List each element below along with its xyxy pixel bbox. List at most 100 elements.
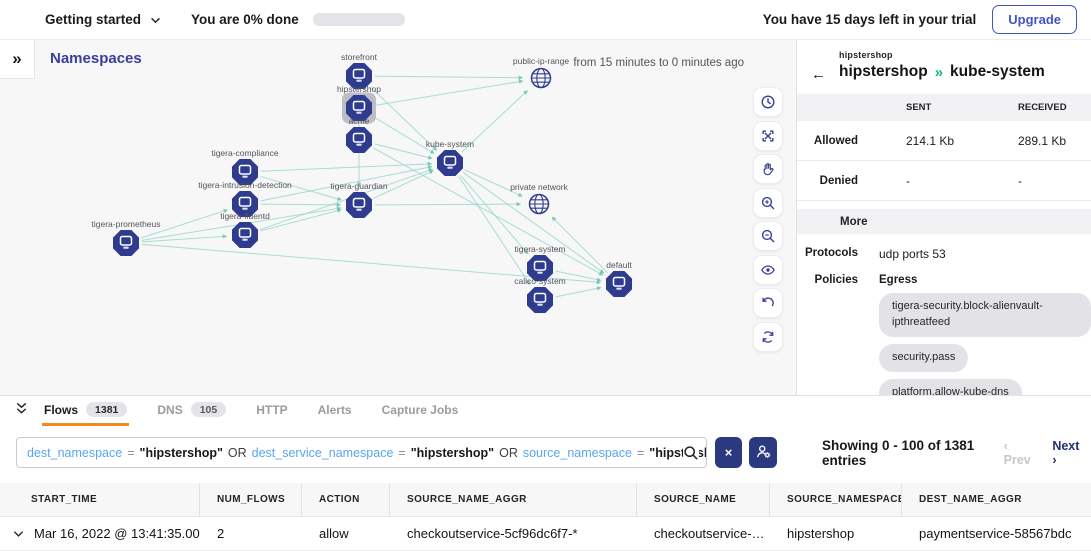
query-token-value: "hipstershop"	[139, 445, 223, 460]
next-page-button[interactable]: Next ›	[1052, 438, 1080, 467]
egress-label: Egress	[879, 274, 918, 286]
graph-node-hipstershop[interactable]: hipstershop	[337, 84, 381, 124]
double-chevron-right-icon: »	[12, 49, 22, 68]
graph-node-acme[interactable]: acme	[346, 116, 372, 153]
graph-edge	[464, 169, 523, 197]
clear-query-button[interactable]: ×	[715, 437, 742, 468]
sidebar-expand-button[interactable]: »	[0, 40, 35, 79]
graph-node-tigera-compliance[interactable]: tigera-compliance	[211, 148, 279, 185]
tab-capture-jobs[interactable]: Capture Jobs	[381, 402, 459, 417]
graph-node-tigera-system[interactable]: tigera-system	[514, 244, 566, 281]
graph-node-kube-system[interactable]: kube-system	[426, 139, 474, 176]
tab-count-badge: 105	[190, 402, 227, 417]
search-icon[interactable]	[683, 444, 699, 461]
cell-num_flows: 2	[217, 526, 225, 541]
column-header-num_flows[interactable]: NUM_FLOWS	[200, 483, 302, 516]
trial-countdown-text: You have 15 days left in your trial	[762, 12, 977, 27]
upgrade-button[interactable]: Upgrade	[992, 5, 1077, 34]
sent-column-header: SENT	[906, 102, 932, 113]
user-settings-button[interactable]	[749, 437, 777, 468]
time-range-label: from 15 minutes to 0 minutes ago	[573, 57, 744, 69]
details-eyebrow: hipstershop	[839, 50, 893, 60]
row-expand-chevron-icon[interactable]	[13, 526, 24, 541]
graph-edge	[260, 208, 342, 232]
graph-edge	[370, 86, 438, 151]
cell-source_name_aggr: checkoutservice-5cf96dc6f7-*	[407, 526, 578, 541]
graph-node-label: tigera-prometheus	[92, 219, 161, 229]
graph-tool-undo-button[interactable]	[753, 288, 783, 318]
policies-value: Egress tigera-security.block-alienvault-…	[858, 274, 1091, 395]
cell-start-time: Mar 16, 2022 @ 13:41:35.000	[34, 526, 200, 541]
graph-tool-history-button[interactable]	[753, 87, 783, 117]
query-token-op: =	[636, 445, 645, 460]
collapse-panel-button[interactable]	[0, 396, 42, 426]
column-header-dest_name_aggr[interactable]: DEST_NAME_AGGR	[919, 494, 1022, 505]
cell-source_name: checkoutservice-…	[654, 526, 765, 541]
graph-node-tigera-fluentd[interactable]: tigera-fluentd	[220, 211, 270, 248]
query-token-field: source_namespace	[522, 445, 632, 460]
graph-node-default[interactable]: default	[606, 260, 632, 297]
breadcrumb-source[interactable]: hipstershop	[839, 63, 928, 80]
tab-http[interactable]: HTTP	[256, 402, 288, 417]
breadcrumb-target[interactable]: kube-system	[950, 63, 1045, 80]
breadcrumb-separator-icon: »	[934, 63, 944, 81]
graph-node-storefront[interactable]: storefront	[341, 52, 378, 89]
graph-node-label: tigera-compliance	[211, 148, 278, 158]
graph-tool-pan-button[interactable]	[753, 154, 783, 184]
more-section-header[interactable]: More	[797, 209, 1091, 234]
tab-alerts[interactable]: Alerts	[317, 402, 352, 417]
tab-count-badge: 1381	[86, 402, 128, 417]
graph-toolbar	[753, 87, 783, 352]
graph-edge	[462, 171, 605, 274]
query-token-field: dest_service_namespace	[251, 445, 394, 460]
page-controls: ‹ Prev Next ›	[1004, 439, 1083, 467]
close-icon: ×	[724, 445, 733, 460]
graph-node-private-network[interactable]: private network	[510, 182, 569, 215]
policy-badge[interactable]: platform.allow-kube-dns	[879, 378, 1022, 395]
column-header-start_time[interactable]: START_TIME	[0, 483, 200, 516]
cell-dest_name_aggr: paymentservice-58567bdc	[919, 526, 1072, 541]
graph-node-calico-system[interactable]: calico-system	[514, 276, 566, 313]
details-panel: ← hipstershop hipstershop » kube-system …	[796, 40, 1091, 395]
double-chevron-down-icon	[14, 401, 29, 421]
graph-edge	[260, 165, 433, 202]
graph-node-label: acme	[349, 116, 370, 126]
graph-tool-refresh-button[interactable]	[753, 321, 783, 352]
back-arrow-icon[interactable]: ←	[811, 66, 826, 83]
prev-page-button[interactable]: ‹ Prev	[1003, 438, 1031, 467]
graph-node-public-ip-range[interactable]: public-ip-range	[513, 56, 569, 89]
graph-tool-visibility-button[interactable]	[753, 254, 783, 285]
policies-label: Policies	[814, 274, 858, 286]
topbar-right: You have 15 days left in your trial Upgr…	[763, 5, 1077, 34]
graph-edge	[372, 115, 435, 154]
policy-badge[interactable]: tigera-security.block-alienvault-ipthrea…	[879, 293, 1091, 337]
graph-edge	[461, 90, 528, 153]
column-header-source_namespace[interactable]: SOURCE_NAMESPACE	[770, 483, 902, 516]
graph-tool-zoom-in-button[interactable]	[753, 187, 783, 218]
stats-header-row: SENT RECEIVED	[797, 94, 1091, 121]
graph-tool-zoom-out-button[interactable]	[753, 221, 783, 251]
getting-started-menu[interactable]: Getting started	[45, 12, 161, 27]
cell-source_namespace: hipstershop	[787, 526, 855, 541]
column-header-source_name_aggr[interactable]: SOURCE_NAME_AGGR	[390, 483, 637, 516]
policy-badge[interactable]: security.pass	[879, 343, 969, 372]
graph-node-label: private network	[510, 182, 568, 192]
graph-tool-fit-screen-button[interactable]	[753, 120, 783, 151]
graph-edge	[260, 161, 433, 172]
column-header-action[interactable]: ACTION	[302, 483, 390, 516]
graph-node-tigera-intrusion-detection[interactable]: tigera-intrusion-detection	[198, 180, 292, 217]
column-header-source_name[interactable]: SOURCE_NAME	[637, 483, 770, 516]
graph-node-tigera-prometheus[interactable]: tigera-prometheus	[92, 219, 161, 256]
getting-started-label: Getting started	[45, 12, 142, 27]
progress-bar	[312, 13, 405, 26]
graph-edge	[374, 201, 522, 207]
graph-node-tigera-guardian[interactable]: tigera-guardian	[330, 181, 388, 218]
query-token-field: dest_namespace	[27, 445, 123, 460]
